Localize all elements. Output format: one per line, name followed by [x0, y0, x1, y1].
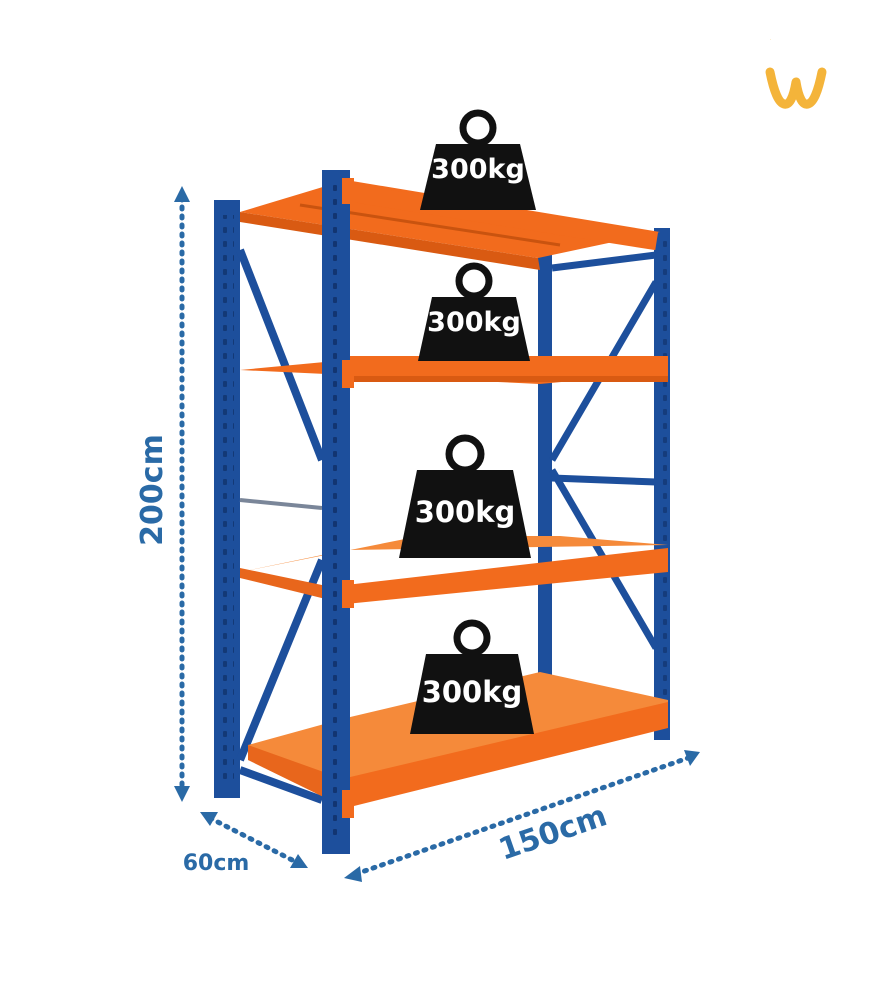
left-side-frame [214, 200, 326, 804]
weight-icon: 300kg [418, 262, 530, 361]
weight-icon: 300kg [420, 109, 536, 210]
logo-text: w [770, 39, 771, 41]
depth-label: 60cm [183, 851, 250, 876]
back-right-upright [654, 228, 670, 740]
weight-icon: 300kg [410, 619, 534, 734]
weight-label-4: 300kg [422, 675, 523, 709]
shelf-third [240, 536, 668, 604]
height-label: 200cm [135, 434, 170, 546]
depth-dimension-line [200, 812, 308, 868]
width-dimension-line [344, 750, 700, 882]
back-right-braces [548, 251, 660, 650]
front-left-upright [322, 170, 354, 854]
weight-label-1: 300kg [431, 154, 525, 185]
weight-label-3: 300kg [415, 495, 516, 529]
brand-logo: w [765, 39, 827, 109]
weight-icon: 300kg [399, 434, 531, 558]
width-label: 150cm [494, 798, 611, 867]
height-dimension-line [174, 186, 190, 802]
back-left-upright [538, 250, 552, 730]
weight-label-2: 300kg [427, 307, 521, 338]
